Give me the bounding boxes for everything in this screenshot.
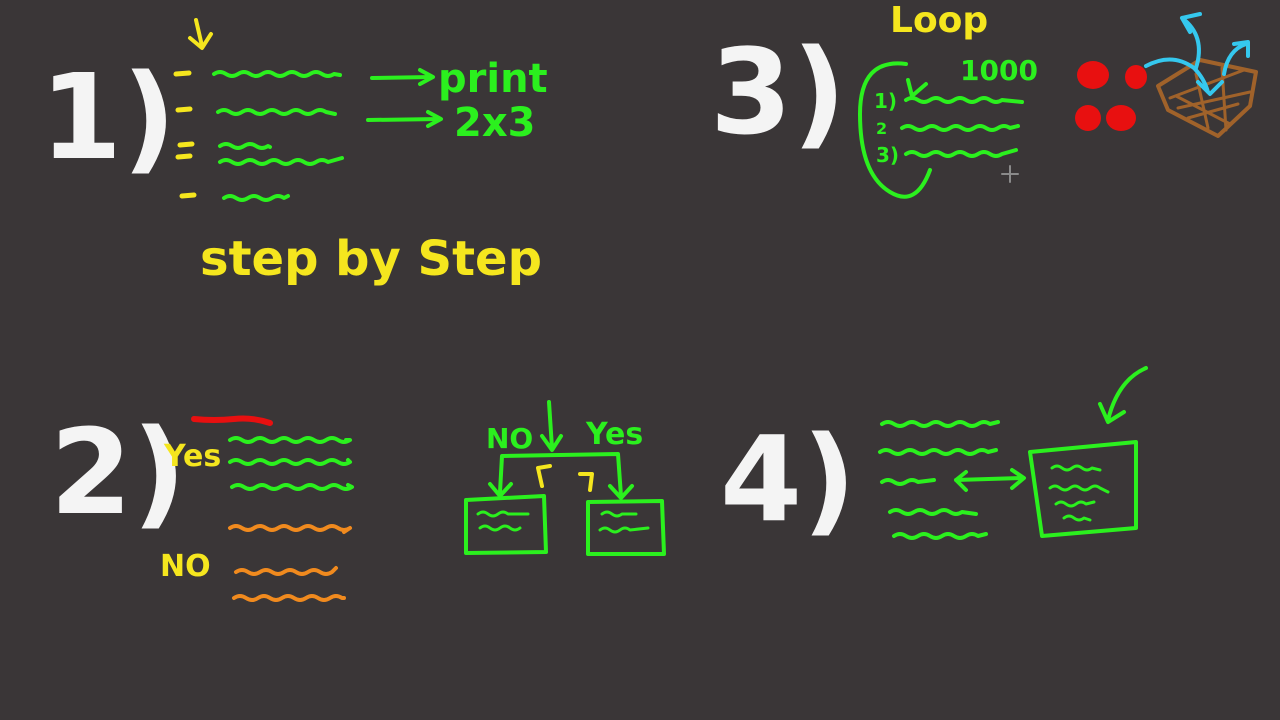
function-block (1028, 440, 1138, 538)
section-2: 2) Yes NO NO Yes (50, 400, 666, 602)
loop-arrow-icon (906, 78, 928, 98)
loop-step-3: 3) (876, 143, 899, 167)
yellow-left-marker (536, 464, 552, 488)
red-dots (1075, 61, 1147, 131)
no-label: NO (160, 549, 211, 584)
box-icon (1156, 58, 1258, 138)
start-arrow-icon (188, 18, 213, 50)
section-1-number: 1) (40, 48, 176, 186)
branch-yes-label: Yes (585, 417, 643, 452)
cursor-icon (1001, 165, 1019, 183)
no-block (464, 494, 548, 555)
loop-count: 1000 (960, 54, 1038, 87)
section-2-number: 2) (50, 403, 186, 541)
cyan-arrows-icon (1144, 12, 1250, 96)
section-3-number: 3) (710, 23, 846, 161)
yellow-right-marker (578, 472, 594, 492)
step-bullets (173, 70, 197, 199)
code-lines (212, 70, 344, 202)
yes-branch-lines (228, 436, 354, 491)
step-by-step-caption: step by Step (200, 231, 542, 287)
loop-code-lines (900, 96, 1024, 158)
right-arrow-icon (608, 484, 634, 500)
section-1: 1) print 2x3 step by Step (40, 18, 548, 287)
function-arrow-icon (1098, 366, 1148, 424)
left-arrow-icon (488, 482, 513, 498)
no-branch-lines (228, 524, 352, 602)
branch-diagram: NO Yes (464, 400, 666, 556)
section-4-number: 4) (720, 410, 856, 548)
print-arrow-icon (370, 68, 435, 86)
yes-block (586, 499, 666, 556)
section-4: 4) (720, 366, 1148, 548)
main-code-lines (878, 420, 1000, 540)
section-3: 3) Loop 1000 1) 2 3) (710, 0, 1258, 199)
multiply-label: 2x3 (454, 100, 535, 146)
entry-arrow-icon (540, 400, 563, 452)
print-label: print (438, 56, 548, 102)
condition-line (191, 415, 273, 426)
loop-label: Loop (890, 0, 988, 41)
loop-step-2: 2 (876, 119, 887, 138)
call-arrow-icon (954, 468, 1026, 492)
multiply-arrow-icon (366, 110, 443, 128)
branch-no-label: NO (486, 422, 533, 455)
loop-bracket (858, 61, 932, 199)
loop-step-1: 1) (874, 89, 897, 113)
yes-label: Yes (163, 439, 221, 474)
